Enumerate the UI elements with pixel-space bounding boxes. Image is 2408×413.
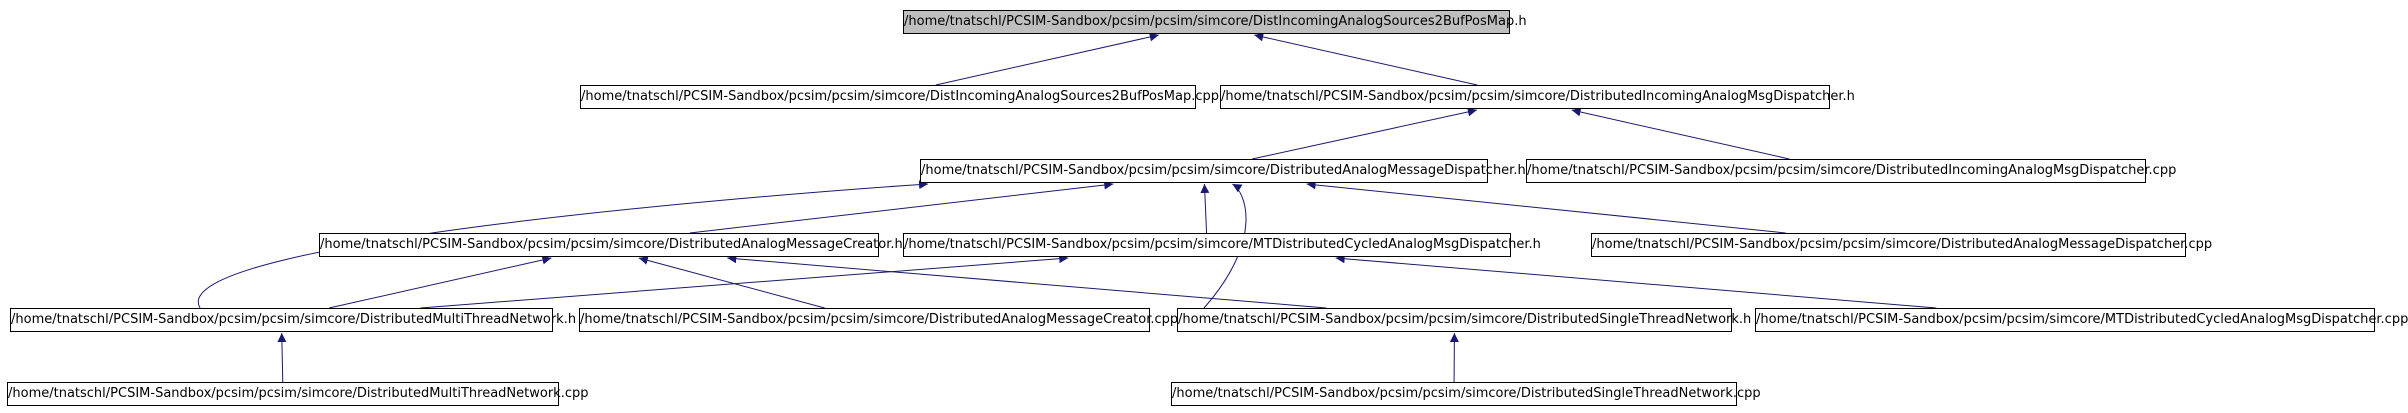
edge-dist_analog_message_creator_cpp-to-dist_analog_message_creator_h (638, 255, 825, 309)
edge-dist_analog_message_dispatcher_h-to-dist_incoming_dispatcher_h (1252, 107, 1477, 160)
edge-mt_dist_cycled_dispatcher_cpp-to-mt_dist_cycled_dispatcher_h (1335, 254, 1937, 309)
edge-dist_single_thread_network_h-to-dist_analog_message_creator_h (727, 254, 1327, 309)
node-dist-analog-message-creator-cpp[interactable]: /home/tnatschl/PCSIM-Sandbox/pcsim/pcsim… (579, 308, 1178, 332)
node-root-header: /home/tnatschl/PCSIM-Sandbox/pcsim/pcsim… (903, 10, 1527, 34)
edge-dist_multi_thread_network_h-to-mt_dist_cycled_dispatcher_h (420, 254, 1069, 309)
node-dist-incoming-analog-msg-dispatcher-h[interactable]: /home/tnatschl/PCSIM-Sandbox/pcsim/pcsim… (1220, 85, 1855, 109)
edge-mt_dist_cycled_dispatcher_h-to-dist_analog_message_dispatcher_h (1200, 183, 1210, 234)
node-dist-analog-message-creator-h[interactable]: /home/tnatschl/PCSIM-Sandbox/pcsim/pcsim… (319, 233, 903, 257)
node-dist-multi-thread-network-cpp[interactable]: /home/tnatschl/PCSIM-Sandbox/pcsim/pcsim… (7, 382, 589, 406)
edge-dist_multi_thread_network_cpp-to-dist_multi_thread_network_h (277, 332, 287, 383)
edge-dist_incoming_sources_cpp-to-root (935, 32, 1159, 86)
node-dist-analog-message-dispatcher-h[interactable]: /home/tnatschl/PCSIM-Sandbox/pcsim/pcsim… (920, 159, 1526, 183)
edge-dist_single_thread_network_h-to-dist_analog_message_dispatcher_h (1203, 183, 1247, 309)
edge-dist_analog_message_dispatcher_cpp-to-dist_analog_message_dispatcher_h (1306, 180, 1786, 234)
node-dist-analog-message-dispatcher-cpp[interactable]: /home/tnatschl/PCSIM-Sandbox/pcsim/pcsim… (1591, 233, 2212, 257)
node-dist-single-thread-network-cpp[interactable]: /home/tnatschl/PCSIM-Sandbox/pcsim/pcsim… (1171, 382, 1761, 406)
node-mt-dist-cycled-analog-msg-dispatcher-h[interactable]: /home/tnatschl/PCSIM-Sandbox/pcsim/pcsim… (903, 233, 1541, 257)
node-mt-dist-cycled-analog-msg-dispatcher-cpp[interactable]: /home/tnatschl/PCSIM-Sandbox/pcsim/pcsim… (1755, 308, 2408, 332)
edge-dist_multi_thread_network_h-to-dist_analog_message_creator_h (329, 255, 552, 309)
node-dist-multi-thread-network-h[interactable]: /home/tnatschl/PCSIM-Sandbox/pcsim/pcsim… (10, 308, 576, 332)
edge-dist_multi_thread_network_h-to-dist_analog_message_dispatcher_h (197, 180, 929, 309)
edge-dist_analog_message_creator_h-to-dist_analog_message_dispatcher_h (689, 180, 1114, 234)
edge-dist_incoming_dispatcher_cpp-to-dist_incoming_dispatcher_h (1571, 107, 1790, 160)
node-dist-single-thread-network-h[interactable]: /home/tnatschl/PCSIM-Sandbox/pcsim/pcsim… (1177, 308, 1751, 332)
node-dist-incoming-analog-sources-cpp[interactable]: /home/tnatschl/PCSIM-Sandbox/pcsim/pcsim… (580, 85, 1219, 109)
edge-dist_incoming_dispatcher_h-to-root (1254, 32, 1478, 86)
node-dist-incoming-analog-msg-dispatcher-cpp[interactable]: /home/tnatschl/PCSIM-Sandbox/pcsim/pcsim… (1526, 159, 2176, 183)
